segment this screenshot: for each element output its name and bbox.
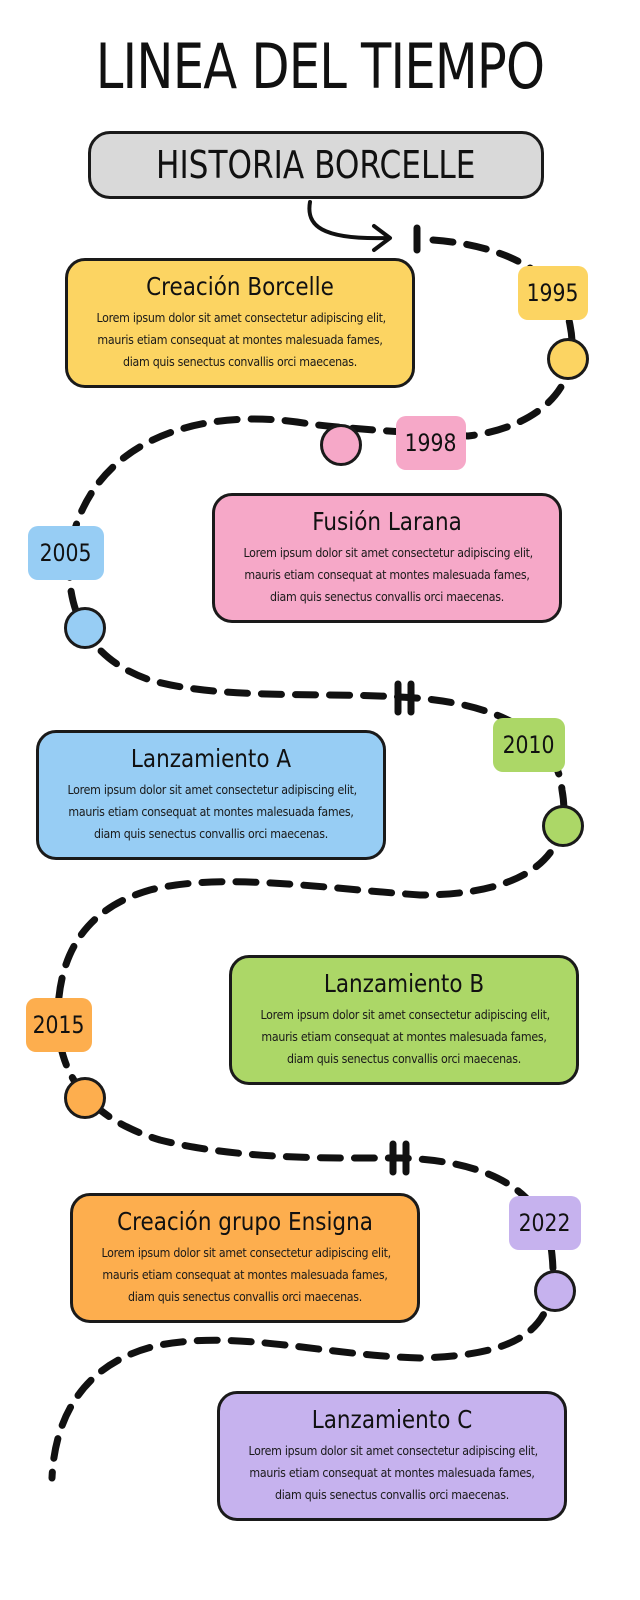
year-badge-1995: 1995	[518, 266, 588, 320]
event-description: Lorem ipsum dolor sit amet consectetur a…	[67, 783, 357, 841]
event-card-2022: Lanzamiento C Lorem ipsum dolor sit amet…	[217, 1391, 567, 1521]
event-title: Creación Borcelle	[146, 272, 334, 301]
event-card-2010: Lanzamiento B Lorem ipsum dolor sit amet…	[229, 955, 579, 1085]
year-badge-2015: 2015	[26, 998, 92, 1052]
year-badge-2010: 2010	[493, 718, 565, 772]
timeline-dot-1998	[320, 424, 362, 466]
event-title: Creación grupo Ensigna	[117, 1207, 373, 1236]
event-card-1995: Creación Borcelle Lorem ipsum dolor sit …	[65, 258, 415, 388]
event-description: Lorem ipsum dolor sit amet consectetur a…	[96, 311, 386, 369]
event-description: Lorem ipsum dolor sit amet consectetur a…	[260, 1008, 550, 1066]
arrow-curve	[307, 200, 390, 241]
timeline-dot-2010	[542, 805, 584, 847]
year-badge-2022: 2022	[509, 1196, 581, 1250]
event-description: Lorem ipsum dolor sit amet consectetur a…	[243, 546, 533, 604]
dashed-timeline-line	[48, 236, 576, 1482]
year-badge-2005: 2005	[28, 526, 104, 580]
event-card-2005: Lanzamiento A Lorem ipsum dolor sit amet…	[36, 730, 386, 860]
timeline-dot-2022	[534, 1270, 576, 1312]
subtitle-text: HISTORIA BORCELLE	[156, 143, 476, 187]
event-description: Lorem ipsum dolor sit amet consectetur a…	[101, 1246, 391, 1304]
page-title: LINEA DEL TIEMPO	[95, 30, 545, 103]
event-title: Lanzamiento A	[130, 744, 292, 773]
event-card-1998: Fusión Larana Lorem ipsum dolor sit amet…	[212, 493, 562, 623]
event-title: Lanzamiento B	[323, 969, 485, 998]
timeline-dot-2005	[64, 607, 106, 649]
subtitle-box: HISTORIA BORCELLE	[88, 131, 544, 199]
event-card-2015: Creación grupo Ensigna Lorem ipsum dolor…	[70, 1193, 420, 1323]
event-title: Fusión Larana	[312, 507, 462, 536]
event-title: Lanzamiento C	[311, 1405, 473, 1434]
timeline-dot-1995	[547, 338, 589, 380]
year-badge-1998: 1998	[396, 416, 466, 470]
arrow-head	[372, 224, 392, 252]
event-description: Lorem ipsum dolor sit amet consectetur a…	[248, 1444, 538, 1502]
timeline-dot-2015	[64, 1077, 106, 1119]
